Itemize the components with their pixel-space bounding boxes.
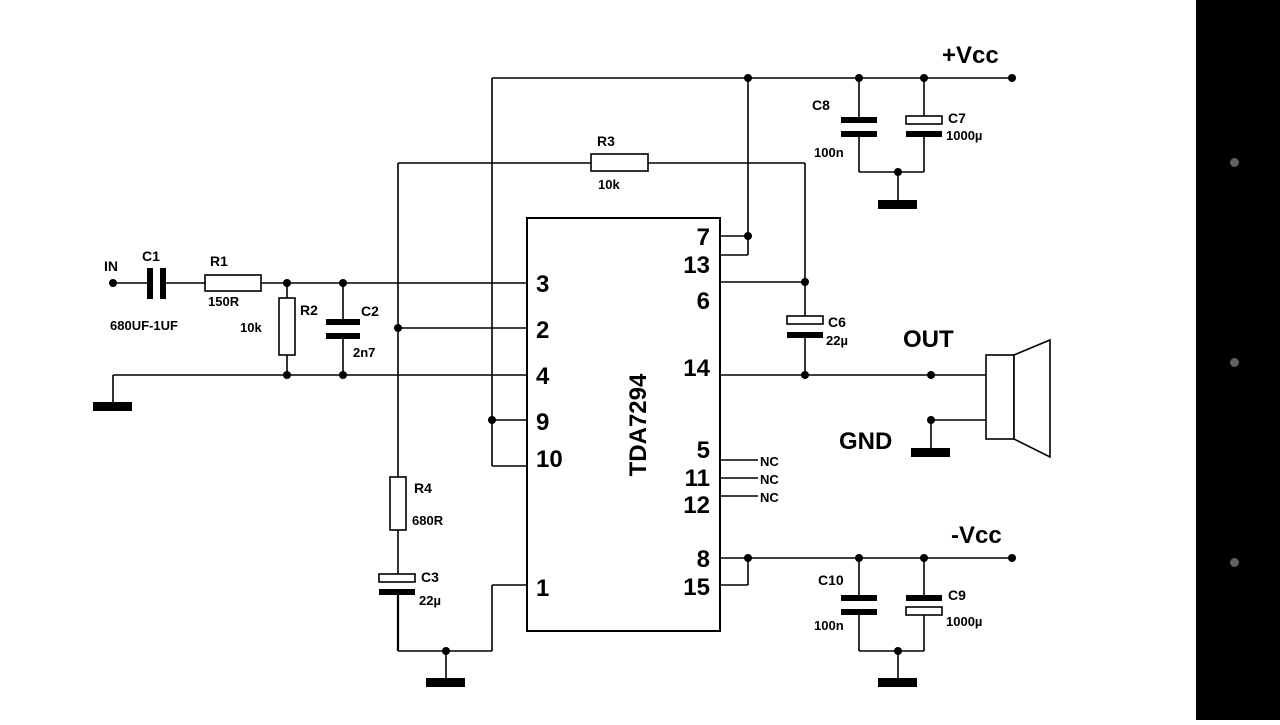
resistor-r4 <box>389 476 407 531</box>
c7-value: 1000µ <box>946 128 982 143</box>
pin-1: 1 <box>536 575 549 602</box>
nc-label-pin12: NC <box>760 490 779 505</box>
dot-icon[interactable] <box>1230 358 1239 367</box>
c6-value: 22µ <box>826 333 848 348</box>
dot-icon[interactable] <box>1230 558 1239 567</box>
capacitor-c6 <box>786 315 824 338</box>
c6-label: C6 <box>828 314 846 330</box>
c9-value: 1000µ <box>946 614 982 629</box>
dot-icon[interactable] <box>1230 158 1239 167</box>
c8-label: C8 <box>812 97 830 113</box>
resistor-r2 <box>278 297 296 356</box>
r4-value: 680R <box>412 513 444 528</box>
ground-symbol-input <box>93 402 132 411</box>
capacitor-c9 <box>905 595 943 616</box>
pin-11: 11 <box>685 465 710 492</box>
pin-15: 15 <box>683 574 710 601</box>
pin-13: 13 <box>683 252 710 279</box>
capacitor-c8 <box>841 117 877 137</box>
resistor-r3 <box>590 153 649 172</box>
c10-label: C10 <box>818 572 844 588</box>
speaker-icon <box>985 338 1051 459</box>
nc-label-pin5: NC <box>760 454 779 469</box>
c3-label: C3 <box>421 569 439 585</box>
c10-value: 100n <box>814 618 844 633</box>
navigation-bar <box>1196 0 1280 720</box>
pin-5: 5 <box>697 437 710 464</box>
r2-label: R2 <box>300 302 318 318</box>
pin-4: 4 <box>536 363 550 390</box>
c9-label: C9 <box>948 587 966 603</box>
ic-body <box>526 217 721 632</box>
c3-value: 22µ <box>419 593 441 608</box>
c2-value: 2n7 <box>353 345 375 360</box>
schematic-diagram: TDA7294 3 2 4 9 10 1 7 13 6 14 5 11 12 8… <box>93 42 1051 687</box>
resistor-r1 <box>204 274 262 292</box>
vcc-positive-label: +Vcc <box>942 42 999 69</box>
r1-value: 150R <box>208 294 240 309</box>
ground-symbol-vcc-neg <box>878 678 917 687</box>
pin-10: 10 <box>536 446 563 473</box>
pin-3: 3 <box>536 271 549 298</box>
ground-symbol-output <box>911 448 950 457</box>
capacitor-c10 <box>841 595 877 615</box>
r2-value: 10k <box>240 320 262 335</box>
c1-value: 680UF-1UF <box>110 318 178 333</box>
capacitor-c3 <box>378 573 416 595</box>
pin-8: 8 <box>697 546 710 573</box>
pin-2: 2 <box>536 317 549 344</box>
ground-symbol-vcc-pos <box>878 200 917 209</box>
pin-9: 9 <box>536 409 549 436</box>
capacitor-c7 <box>905 115 943 137</box>
capacitor-c2 <box>326 319 360 339</box>
r1-label: R1 <box>210 253 228 269</box>
capacitor-c1 <box>147 268 166 299</box>
vcc-negative-label: -Vcc <box>951 522 1002 549</box>
nc-label-pin11: NC <box>760 472 779 487</box>
ground-symbol-feedback <box>426 678 465 687</box>
ground-label: GND <box>839 428 892 455</box>
r3-label: R3 <box>597 133 615 149</box>
input-label: IN <box>104 258 118 274</box>
pin-12: 12 <box>683 492 710 519</box>
r3-value: 10k <box>598 177 620 192</box>
output-label: OUT <box>903 326 954 353</box>
schematic-canvas: TDA7294 3 2 4 9 10 1 7 13 6 14 5 11 12 8… <box>93 42 1051 687</box>
ic-name: TDA7294 <box>625 373 652 476</box>
junction-nodes <box>109 74 1016 655</box>
c2-label: C2 <box>361 303 379 319</box>
pin-14: 14 <box>683 355 710 382</box>
pin-7: 7 <box>697 224 710 251</box>
c8-value: 100n <box>814 145 844 160</box>
pin-6: 6 <box>697 288 710 315</box>
r4-label: R4 <box>414 480 432 496</box>
c1-label: C1 <box>142 248 160 264</box>
wires <box>112 77 1012 680</box>
c7-label: C7 <box>948 110 966 126</box>
